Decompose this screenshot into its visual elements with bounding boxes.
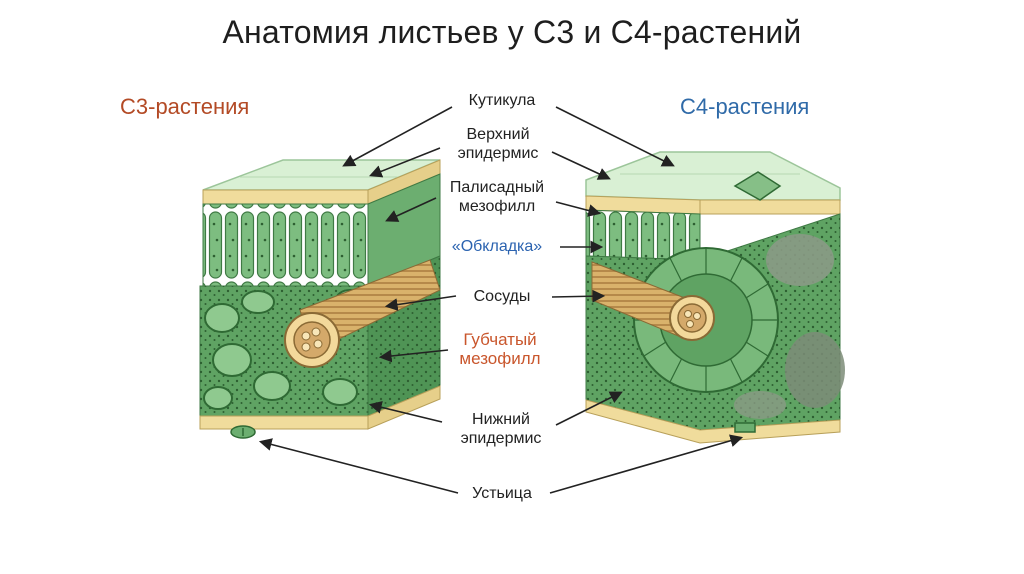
c4-bulliform-cell (733, 171, 782, 201)
c4-leaf-block (585, 151, 845, 444)
label-lower-epidermis: Нижний эпидермис (460, 411, 542, 447)
c3-palisade-mesophyll (202, 203, 369, 287)
label-cuticle: Кутикула (468, 92, 536, 109)
label-upper-epidermis: Верхний эпидермис (457, 126, 539, 162)
pointer-lines (258, 106, 744, 494)
label-palisade-mesophyll: Палисадный мезофилл (449, 179, 545, 215)
c3-heading: С3-растения (120, 94, 250, 119)
c3-leaf-block (199, 159, 441, 439)
c4-cuticle-surface (585, 151, 841, 201)
c4-lower-epidermis (585, 399, 841, 444)
c3-lower-epidermis (199, 415, 369, 430)
diagram-title: Анатомия листьев у С3 и С4-растений (222, 14, 802, 50)
label-bundle-sheath: «Обкладка» (451, 238, 543, 255)
label-spongy-mesophyll: Губчатый мезофилл (459, 330, 541, 368)
c4-heading: С4-растения (680, 94, 810, 119)
c3-upper-epidermis (202, 189, 369, 205)
label-stomata: Устьица (472, 485, 532, 502)
c4-stoma (734, 422, 756, 433)
label-vessels: Сосуды (473, 288, 531, 305)
